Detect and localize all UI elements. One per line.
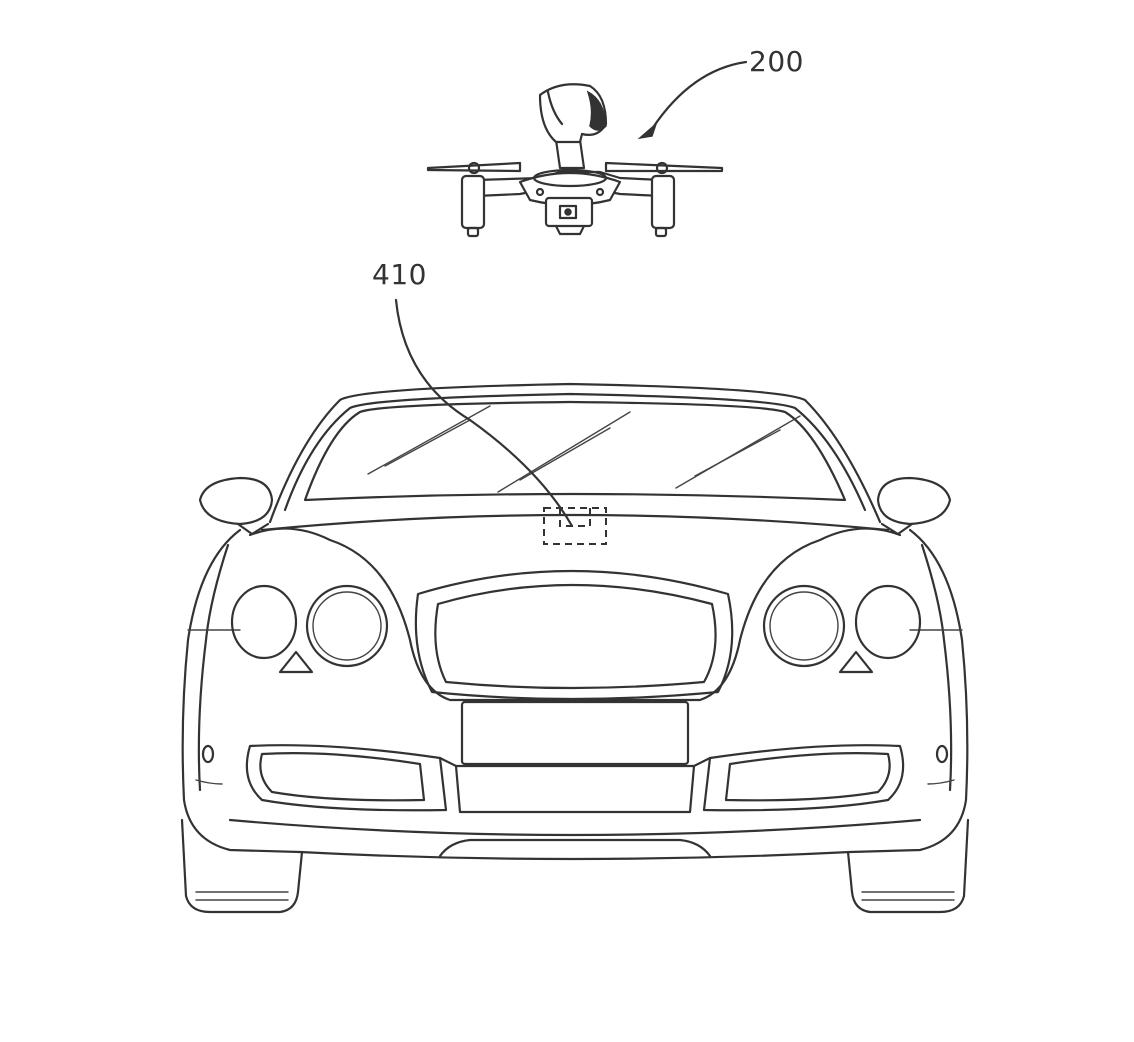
car-grille-outer [414, 569, 734, 701]
car-left-tire [180, 818, 304, 914]
car-left-headlight-inner [305, 584, 389, 668]
car-roof-outline [268, 382, 882, 524]
car-right-tire [846, 818, 970, 914]
sensor-leader-line [394, 298, 574, 528]
car-left-air-intake [245, 744, 448, 812]
car-grille-inner [434, 583, 717, 690]
car-windshield [303, 400, 847, 502]
drone-right-motor [650, 174, 676, 230]
drone-reference-numeral: 200 [749, 45, 804, 78]
car [180, 382, 970, 914]
car-right-headlight-outer [854, 584, 922, 660]
car-splitter [438, 838, 712, 858]
car-bumper-line [228, 818, 922, 837]
car-left-mirror [198, 476, 274, 526]
car-right-mirror [876, 476, 952, 526]
car-hood-edge [260, 513, 890, 532]
drone-left-motor [460, 174, 486, 230]
drone-left-propeller [426, 161, 522, 173]
drone-leader-arrow [637, 60, 748, 140]
drone [426, 83, 724, 238]
sensor-reference-numeral: 410 [372, 258, 427, 291]
car-left-side [181, 528, 302, 854]
car-center-intake [454, 764, 696, 814]
car-left-headlight-outer [230, 584, 298, 660]
car-right-side [848, 528, 969, 854]
drone-mast [554, 138, 586, 170]
drone-right-propeller [604, 161, 724, 173]
car-license-plate [460, 700, 690, 766]
car-right-air-intake [702, 744, 905, 812]
car-right-headlight-inner [762, 584, 846, 668]
sensor-410-dashed-box [543, 507, 607, 545]
